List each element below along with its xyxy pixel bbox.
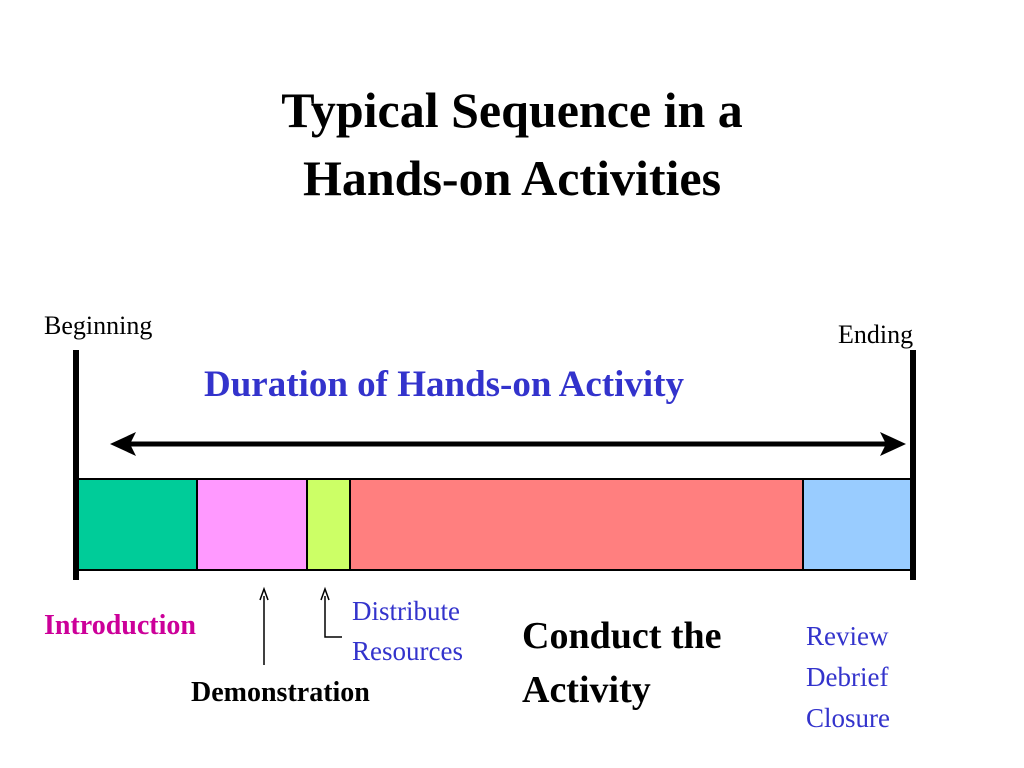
segment-distribute-resources [306,478,351,571]
conduct-activity-label: Conduct the Activity [522,609,722,717]
introduction-label: Introduction [44,610,196,641]
segment-review-debrief-closure [802,478,913,571]
duration-label: Duration of Hands-on Activity [204,364,685,405]
distribute-pointer-head [320,586,330,601]
review-label-line-3: Closure [806,703,890,733]
duration-arrow-right-head [880,432,906,456]
duration-arrow-left-head [110,432,136,456]
segment-conduct-activity [349,478,804,571]
title-line-2: Hands-on Activities [302,150,722,206]
distribute-label-line-2: Resources [352,636,463,666]
distribute-label-line-1: Distribute [352,596,460,626]
review-debrief-closure-label: Review Debrief Closure [806,616,890,739]
conduct-label-line-2: Activity [522,669,651,711]
review-label-line-2: Debrief [806,662,889,692]
title-line-1: Typical Sequence in a [281,82,743,138]
demonstration-label: Demonstration [191,677,370,708]
ending-label: Ending [838,320,914,349]
review-label-line-1: Review [806,621,889,651]
conduct-label-line-1: Conduct the [522,615,722,657]
distribute-pointer [324,596,342,638]
beginning-label: Beginning [44,311,153,340]
demonstration-pointer-head [259,586,269,601]
segment-demonstration [196,478,308,571]
segment-introduction [77,478,198,571]
distribute-resources-label: Distribute Resources [352,591,463,671]
